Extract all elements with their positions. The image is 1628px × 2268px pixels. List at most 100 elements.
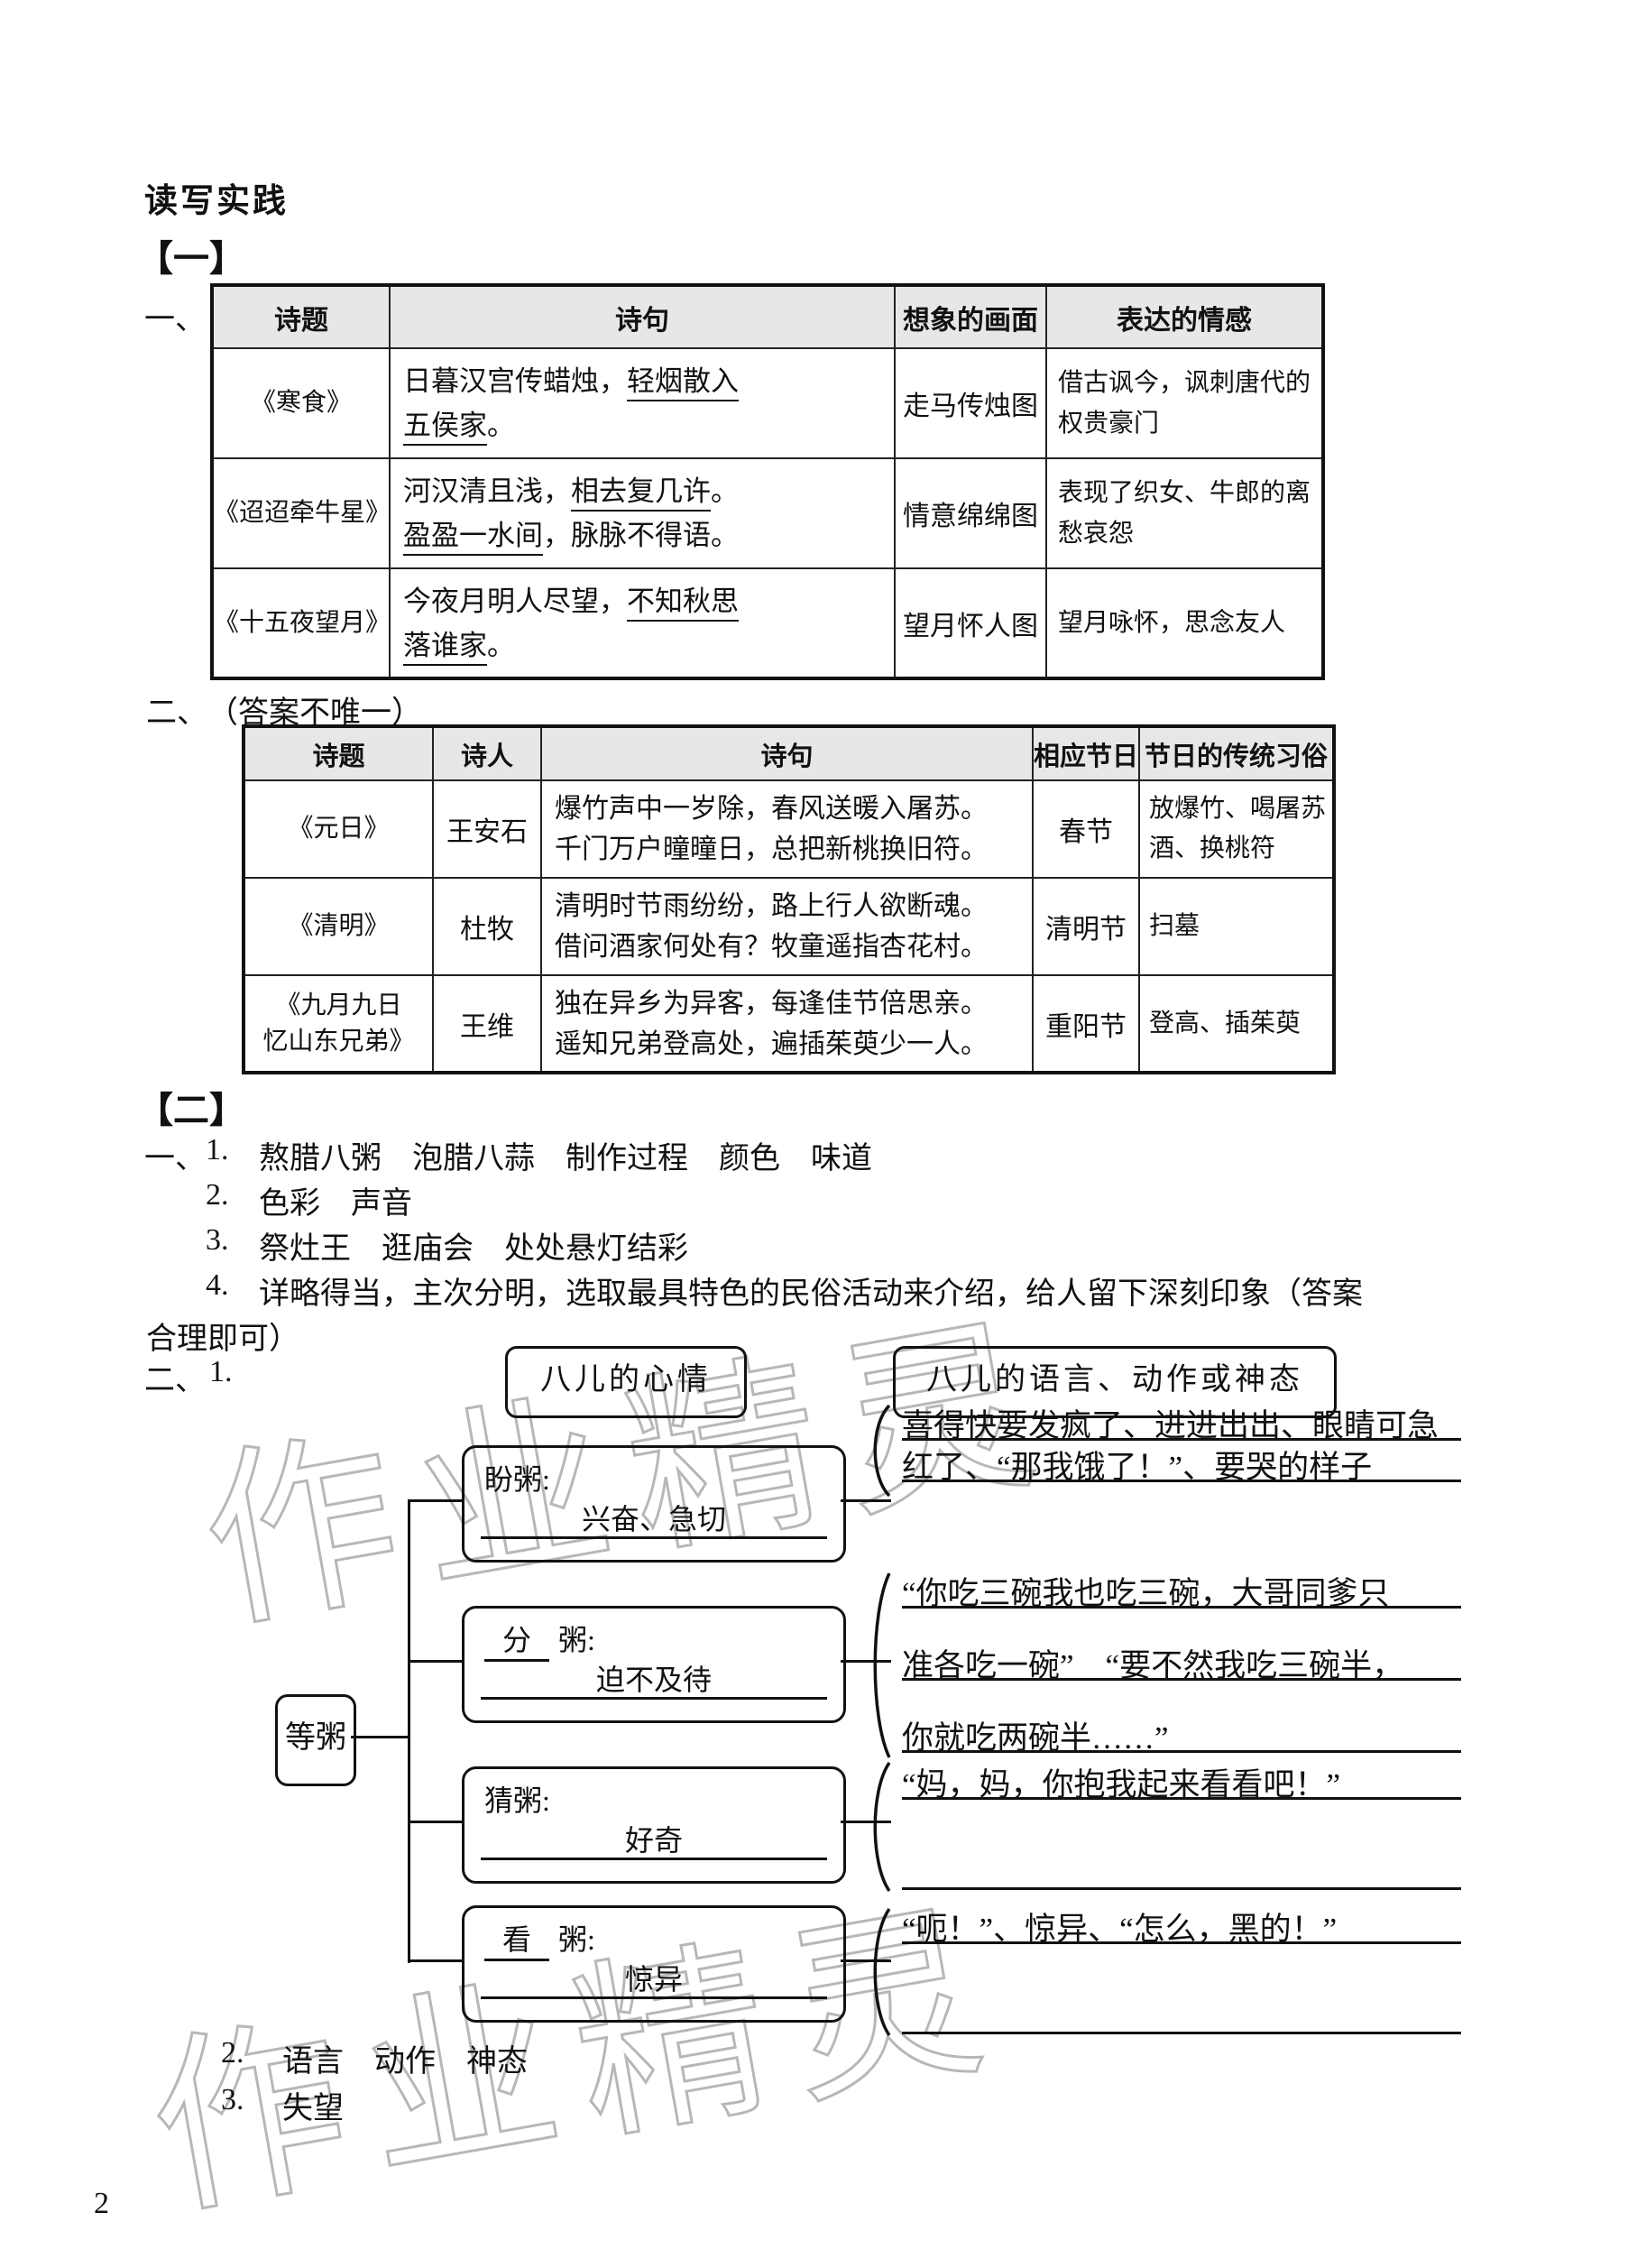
verse-line: 千门万户曈曈日，总把新桃换旧符。: [555, 834, 988, 864]
list-item-continuation: 合理即可）: [146, 1323, 299, 1356]
table-header-cell: 诗句: [389, 284, 896, 349]
emotion-cell: 望月咏怀，思念友人: [1045, 567, 1324, 679]
list-item-text: 祭灶王 逛庙会 处处悬灯结彩: [259, 1232, 688, 1266]
left-brace-path: [873, 1761, 891, 1893]
poet-cell: 王维: [432, 974, 542, 1074]
branch-label: 盼粥:: [484, 1463, 550, 1496]
verse-segment: 轻烟散入: [627, 365, 739, 401]
table-header-cell: 节日的传统习俗: [1138, 725, 1335, 781]
connector-line: [841, 1499, 891, 1502]
verse-line: 借问酒家何处有？牧童遥指杏花村。: [555, 932, 988, 962]
table-header-cell: 诗题: [211, 284, 391, 349]
table-header-cell: 诗人: [432, 725, 542, 781]
page-heading: 读写实践: [144, 182, 289, 219]
right-answer-text: 喜得快要发疯了、进进出出、眼睛可急: [902, 1408, 1439, 1443]
list-item-text: 熬腊八粥 泡腊八蒜 制作过程 颜色 味道: [259, 1142, 872, 1175]
table-head: 诗题诗人诗句相应节日节日的传统习俗: [243, 725, 1335, 781]
list-section-marker: 二、: [144, 1364, 206, 1397]
verse-segment: 相去复几许: [571, 475, 711, 512]
emotion-line: 望月咏怀，思念友人: [1058, 609, 1286, 637]
table-row: 《迢迢牵牛星》河汉清且浅，相去复几许。盈盈一水间，脉脉不得语。情意绵绵图表现了织…: [211, 457, 1324, 569]
festival-cell: 清明节: [1032, 877, 1140, 976]
right-answer-text: 红了、“那我饿了！”、要哭的样子: [902, 1450, 1373, 1485]
list-item-number: 1.: [206, 1133, 229, 1166]
branch-label-text: 粥:: [558, 1923, 595, 1956]
verse-line: 日暮汉宫传蜡烛，轻烟散入: [403, 359, 881, 403]
part1-q2-note: （答案不唯一）: [207, 696, 422, 730]
poet-cell: 杜牧: [432, 877, 542, 976]
connector-line: [841, 1959, 891, 1962]
verse-segment: 落谁家: [403, 629, 487, 666]
verse-line: 清明时节雨纷纷，路上行人欲断魂。: [555, 891, 988, 921]
part2-label: 【二】: [137, 1091, 245, 1130]
emotion-cell: 借古讽今，讽刺唐代的权贵豪门: [1045, 347, 1324, 459]
poem-title-cell: 《迢迢牵牛星》: [211, 457, 391, 569]
poem-title-line: 忆山东兄弟》: [262, 1027, 415, 1056]
connector-line: [841, 1660, 891, 1663]
verse-segment: 五侯家: [403, 410, 487, 446]
list-item-text: 语言 动作 神态: [282, 2045, 528, 2079]
poem-title-line: 《十五夜望月》: [214, 608, 390, 637]
table-head: 诗题诗句想象的画面表达的情感: [211, 284, 1324, 349]
right-answer-underline: [902, 1750, 1461, 1753]
right-answer-text: “你吃三碗我也吃三碗，大哥同爹只: [902, 1576, 1390, 1611]
legend-box-behavior: 八儿的语言、动作或神态: [893, 1346, 1337, 1418]
list-item-text: 详略得当，主次分明，选取最具特色的民俗活动来介绍，给人留下深刻印象（答案: [259, 1277, 1363, 1311]
verse-cell: 日暮汉宫传蜡烛，轻烟散入五侯家。: [389, 347, 896, 459]
part1-q2-marker: 二、: [146, 696, 207, 730]
part1-q1-marker: 一、: [144, 303, 206, 337]
customs-line: 登高、插茱萸: [1149, 1009, 1301, 1037]
right-answer-underline: [902, 1678, 1461, 1681]
table-header-row: 诗题诗人诗句相应节日节日的传统习俗: [243, 725, 1335, 781]
poem-imagery-table: 诗题诗句想象的画面表达的情感《寒食》日暮汉宫传蜡烛，轻烟散入五侯家。 走马传烛图借…: [210, 283, 1325, 680]
connector-line: [408, 1959, 464, 1962]
branch-answer: 迫不及待: [595, 1664, 712, 1696]
blank-underline: [902, 2032, 1461, 2034]
emotion-cell: 表现了织女、牛郎的离愁哀怨: [1045, 457, 1324, 569]
verse-cell: 河汉清且浅，相去复几许。盈盈一水间，脉脉不得语。: [389, 457, 896, 569]
list-item-number: 2.: [206, 1178, 229, 1212]
verse-cell: 今夜月明人尽望，不知秋思落谁家。: [389, 567, 896, 679]
poem-title-line: 《九月九日: [275, 991, 402, 1019]
poem-title-line: 《清明》: [288, 912, 390, 940]
scene-cell: 情意绵绵图: [894, 457, 1047, 569]
scene-cell: 走马传烛图: [894, 347, 1047, 459]
verse-segment: 不知秋思: [627, 585, 739, 622]
verse-segment: 今夜月明人尽望，: [403, 585, 627, 617]
answer-underline: [481, 1858, 827, 1860]
left-brace-path: [873, 1404, 891, 1498]
left-brace-icon: [873, 1572, 891, 1758]
right-answer-text: 准各吃一碗” “要不然我吃三碗半，: [902, 1648, 1404, 1683]
branch-label: 看粥:: [484, 1917, 595, 1961]
table-row: 《十五夜望月》今夜月明人尽望，不知秋思落谁家。望月怀人图望月咏怀，思念友人: [211, 567, 1324, 679]
poem-festival-table: 诗题诗人诗句相应节日节日的传统习俗《元日》王安石爆竹声中一岁除，春风送暖入屠苏。…: [242, 724, 1336, 1074]
customs-cell: 登高、插茱萸: [1138, 974, 1335, 1074]
customs-cell: 放爆竹、喝屠苏酒、换桃符: [1138, 779, 1335, 879]
branch-box: 看粥:惊异: [462, 1905, 846, 2023]
connector-line: [408, 1499, 464, 1502]
verse-segment: 。: [711, 475, 739, 507]
customs-line: 扫墓: [1149, 912, 1200, 940]
right-answer-text: “妈，妈，你抱我起来看看吧！”: [902, 1767, 1341, 1802]
emotion-line: 表现了织女、牛郎的离: [1058, 479, 1311, 507]
branch-label: 猜粥:: [484, 1784, 550, 1817]
verse-segment: 河汉清且浅，: [403, 475, 571, 507]
customs-line: 放爆竹、喝屠苏: [1149, 795, 1327, 823]
answer-underline: [481, 1996, 827, 1999]
verse-line: 独在异乡为异客，每逢佳节倍思亲。: [555, 988, 988, 1019]
poem-title-cell: 《寒食》: [211, 347, 391, 459]
root-box: 等粥: [275, 1694, 356, 1786]
emotion-line: 愁哀怨: [1058, 520, 1135, 548]
blank-underline: [902, 1887, 1461, 1890]
branch-answer: 兴奋、急切: [581, 1503, 726, 1535]
verse-segment: 。: [487, 629, 515, 661]
right-answer-text: 你就吃两碗半……”: [902, 1720, 1169, 1756]
legend-box-mood: 八儿的心情: [505, 1346, 747, 1418]
branch-answer: 好奇: [624, 1824, 683, 1857]
list-item-number: 3.: [221, 2083, 244, 2116]
list-item-text: 色彩 声音: [259, 1187, 412, 1221]
verse-cell: 清明时节雨纷纷，路上行人欲断魂。借问酒家何处有？牧童遥指杏花村。: [540, 877, 1034, 976]
list-item-number: 1.: [209, 1355, 233, 1388]
verse-line: 遥知兄弟登高处，遍插茱萸少一人。: [555, 1028, 988, 1059]
